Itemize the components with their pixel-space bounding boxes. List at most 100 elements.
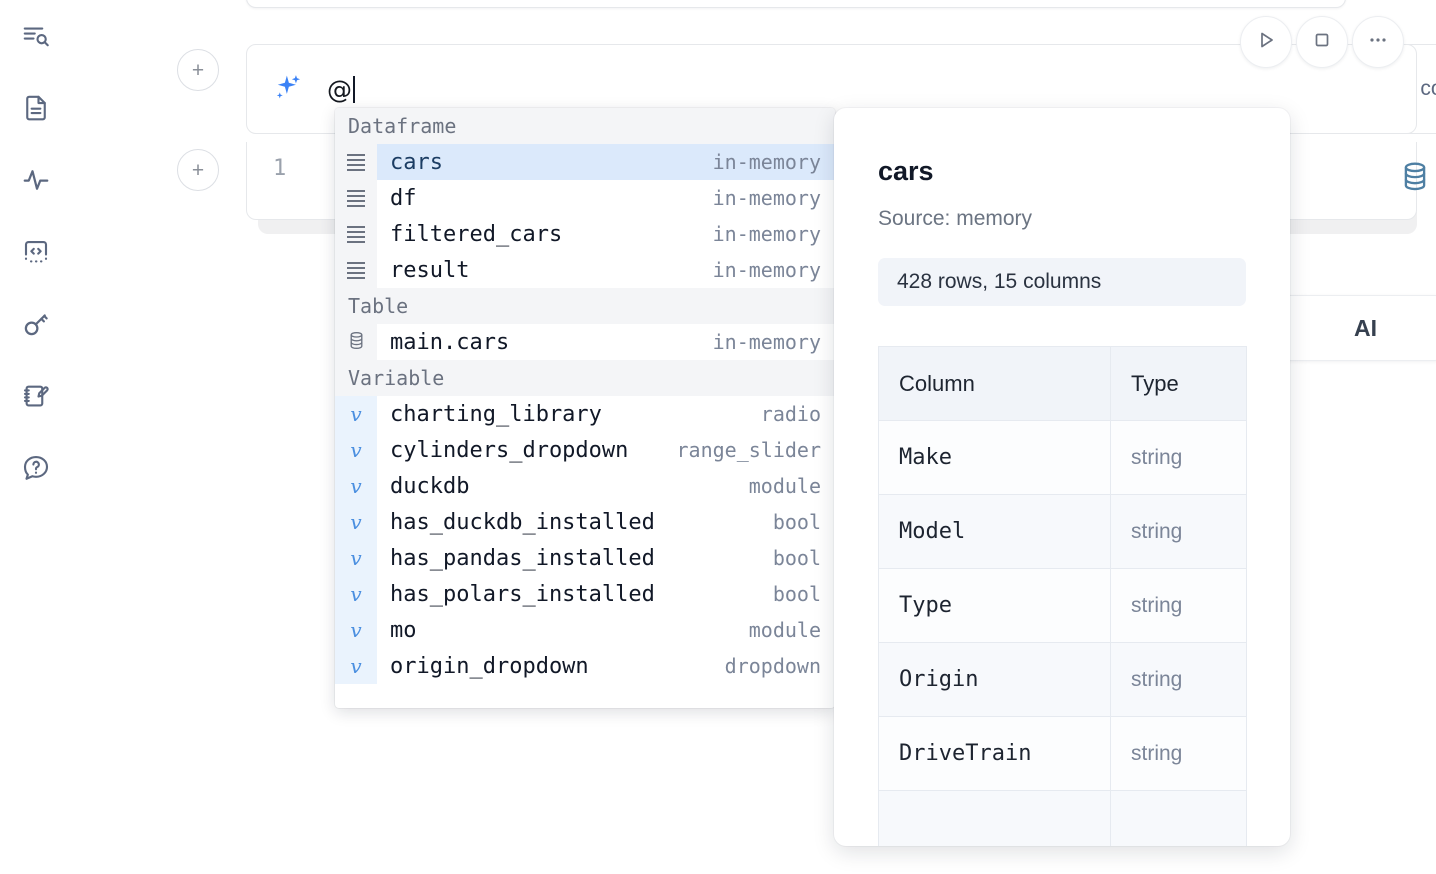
- code-snippet-icon: [21, 237, 51, 267]
- autocomplete-group-header: Variable: [335, 360, 835, 396]
- autocomplete-item-name: has_duckdb_installed: [390, 509, 655, 535]
- cell-type: string: [1110, 568, 1247, 643]
- stop-square-icon: [1310, 28, 1334, 57]
- autocomplete-item-name: cylinders_dropdown: [390, 437, 629, 463]
- plus-icon: +: [191, 58, 205, 82]
- autocomplete-item[interactable]: filtered_cars in-memory: [335, 216, 835, 252]
- run-cell-button[interactable]: [1240, 16, 1292, 68]
- autocomplete-item[interactable]: df in-memory: [335, 180, 835, 216]
- sidebar-item-activity[interactable]: [14, 158, 58, 202]
- autocomplete-group-header: Dataframe: [335, 108, 835, 144]
- sidebar-item-help[interactable]: [14, 446, 58, 490]
- variable-icon-slot: v: [335, 576, 377, 612]
- sidebar-rail: [0, 0, 72, 874]
- cell-column: Make: [878, 420, 1111, 495]
- line-number: 1: [273, 156, 287, 181]
- ellipsis-icon: [1366, 28, 1390, 57]
- autocomplete-item-type: bool: [772, 546, 821, 570]
- ai-prompt-value: @: [327, 74, 352, 104]
- variable-icon-slot: v: [335, 504, 377, 540]
- dataframe-icon-slot: [335, 252, 377, 288]
- database-icon[interactable]: [1400, 161, 1430, 198]
- autocomplete-item-type: dropdown: [724, 654, 821, 678]
- autocomplete-item-name: has_pandas_installed: [390, 545, 655, 571]
- variable-icon-slot: v: [335, 396, 377, 432]
- autocomplete-group-header: Table: [335, 288, 835, 324]
- explore-outline-icon: [21, 21, 51, 51]
- generate-with-ai-label: AI: [1354, 314, 1377, 341]
- autocomplete-item-name: result: [390, 257, 470, 283]
- add-cell-below-button[interactable]: +: [177, 149, 219, 191]
- sidebar-item-outline[interactable]: [14, 14, 58, 58]
- variable-icon-slot: v: [335, 468, 377, 504]
- autocomplete-item-type: module: [748, 474, 821, 498]
- dataframe-preview-panel: cars Source: memory 428 rows, 15 columns…: [834, 108, 1290, 846]
- variable-icon: v: [350, 474, 362, 498]
- cell-type: string: [1110, 420, 1247, 495]
- preview-title: cars: [878, 156, 934, 186]
- autocomplete-item-name: cars: [390, 149, 443, 175]
- sidebar-item-secrets[interactable]: [14, 302, 58, 346]
- autocomplete-item-name: duckdb: [390, 473, 470, 499]
- text-caret: [353, 75, 355, 103]
- autocomplete-item[interactable]: result in-memory: [335, 252, 835, 288]
- autocomplete-item-type: bool: [772, 582, 821, 606]
- code-cell-actions: [1295, 142, 1436, 220]
- autocomplete-item-type: in-memory: [712, 186, 821, 210]
- play-icon: [1254, 28, 1278, 57]
- cell-type: string: [1110, 716, 1247, 791]
- variable-icon: v: [350, 438, 362, 462]
- sparkles-icon: [271, 72, 305, 106]
- autocomplete-item-type: module: [748, 618, 821, 642]
- autocomplete-item[interactable]: v duckdb module: [335, 468, 835, 504]
- preview-source: Source: memory: [878, 207, 1033, 230]
- autocomplete-item-type: range_slider: [676, 438, 822, 462]
- autocomplete-item-name: charting_library: [390, 401, 602, 427]
- autocomplete-item[interactable]: v has_pandas_installed bool: [335, 540, 835, 576]
- autocomplete-item-type: in-memory: [712, 258, 821, 282]
- dataframe-icon: [347, 225, 365, 243]
- ai-prompt-input[interactable]: @: [327, 75, 355, 104]
- activity-icon: [21, 165, 51, 195]
- cell-column: Type: [878, 568, 1111, 643]
- previous-cell-edge: [246, 0, 1346, 8]
- dataframe-icon-slot: [335, 180, 377, 216]
- variable-icon: v: [350, 546, 362, 570]
- stop-cell-button[interactable]: [1296, 16, 1348, 68]
- autocomplete-item[interactable]: v cylinders_dropdown range_slider: [335, 432, 835, 468]
- autocomplete-item-type: in-memory: [712, 222, 821, 246]
- autocomplete-item[interactable]: v charting_library radio: [335, 396, 835, 432]
- preview-shape-badge: 428 rows, 15 columns: [878, 258, 1246, 306]
- cell-column: Origin: [878, 642, 1111, 717]
- sidebar-item-scratchpad[interactable]: [14, 374, 58, 418]
- header-column: Column: [878, 346, 1111, 421]
- autocomplete-item-type: radio: [760, 402, 821, 426]
- variable-icon: v: [350, 402, 362, 426]
- sidebar-item-files[interactable]: [14, 86, 58, 130]
- add-cell-above-button[interactable]: +: [177, 49, 219, 91]
- sidebar-item-snippets[interactable]: [14, 230, 58, 274]
- file-text-icon: [21, 93, 51, 123]
- autocomplete-item-name: mo: [390, 617, 417, 643]
- variable-icon: v: [350, 582, 362, 606]
- table-icon: [348, 331, 365, 354]
- autocomplete-item-name: df: [390, 185, 417, 211]
- autocomplete-item-name: origin_dropdown: [390, 653, 589, 679]
- dataframe-icon: [347, 261, 365, 279]
- variable-icon-slot: v: [335, 432, 377, 468]
- more-actions-button[interactable]: [1352, 16, 1404, 68]
- variable-icon: v: [350, 510, 362, 534]
- autocomplete-item-name: main.cars: [390, 329, 510, 355]
- autocomplete-item-name: filtered_cars: [390, 221, 563, 247]
